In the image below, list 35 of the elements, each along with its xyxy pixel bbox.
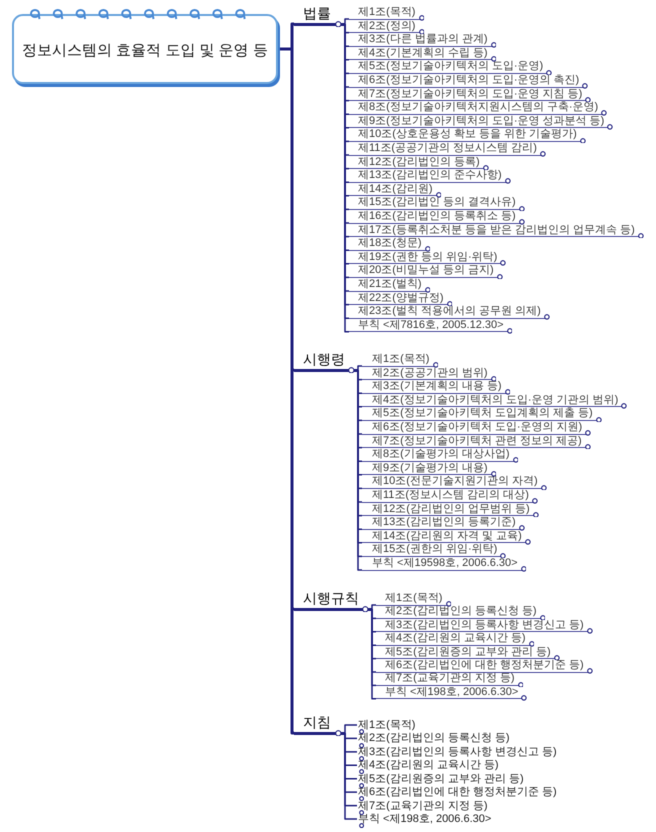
article-label: 제4조(감리원의 교육시간 등) (376, 632, 532, 646)
article-label: 제12조(감리법인의 등록) (349, 156, 486, 170)
article-label: 제11조(공공기관의 정보시스템 감리) (349, 142, 543, 156)
branch-line (344, 732, 357, 820)
article-label: 제4조(감리원의 교육시간 등) (357, 758, 499, 772)
article-label: 제9조(정보기술아키텍처의 도입·운영 성과분석 등) (349, 114, 610, 128)
article-label: 제11조(정보시스템 감리의 대상) (362, 489, 535, 502)
article-label: 제5조(감리원증의 교부와 관리 등) (357, 772, 524, 786)
article-label: 제6조(정보기술아키텍처의 도입·운영의 촉진) (349, 74, 586, 88)
article-label: 제9조(기술평가의 내용) (362, 462, 494, 476)
article-label: 제7조(정보기술아키텍처 관련 정보의 제공) (362, 434, 588, 448)
article-label: 제2조(감리법인의 등록신청 등) (357, 731, 510, 746)
article-label: 부칙 <제7816호, 2005.12.30> (349, 318, 510, 332)
central-topic: 정보시스템의 효율적 도입 및 운영 등 (22, 40, 268, 60)
branch-line (344, 724, 357, 734)
article-label: 제7조(교육기관의 지정 등) (357, 798, 488, 813)
article-label: 제15조(권한의 위임·위탁) (362, 543, 504, 557)
branch-line (357, 365, 362, 371)
article-label: 제4조(정보기술아키텍처의 도입·운영 기관의 범위) (362, 394, 624, 408)
article-label: 제6조(정보기술아키텍처 도입·운영의 지원) (362, 421, 588, 434)
article-label: 제5조(정보기술아키텍처 도입계획의 제출 등) (362, 407, 599, 421)
article-label: 제7조(교육기관의 지정 등) (376, 672, 521, 686)
article-label: 제10조(상호운용성 확보 등을 위한 기술평가) (349, 128, 583, 142)
article-label: 제8조(기술평가의 대상사업) (362, 448, 516, 462)
article-label: 제6조(감리법인에 대한 행정처분기준 등) (357, 785, 557, 800)
branch-line (344, 18, 349, 25)
article-label: 제8조(정보기술아키텍처지원시스템의 구축·운영) (349, 101, 604, 115)
article-label: 제7조(정보기술아키텍처의 도입·운영 지침 등) (349, 88, 588, 102)
article-label: 제17조(등록취소처분 등을 받은 감리법인의 업무계속 등) (349, 224, 641, 238)
article-label: 제1조(목적) (357, 718, 416, 732)
article-label: 부칙 <제198호, 2006.6.30> (357, 812, 492, 826)
article-label: 제20조(비밀누설 등의 금지) (349, 264, 500, 278)
article-label: 제13조(감리법인의 등록기준) (362, 516, 522, 530)
branch-line (371, 604, 376, 610)
article-label: 제3조(감리법인의 등록사항 변경신고 등) (357, 744, 557, 759)
